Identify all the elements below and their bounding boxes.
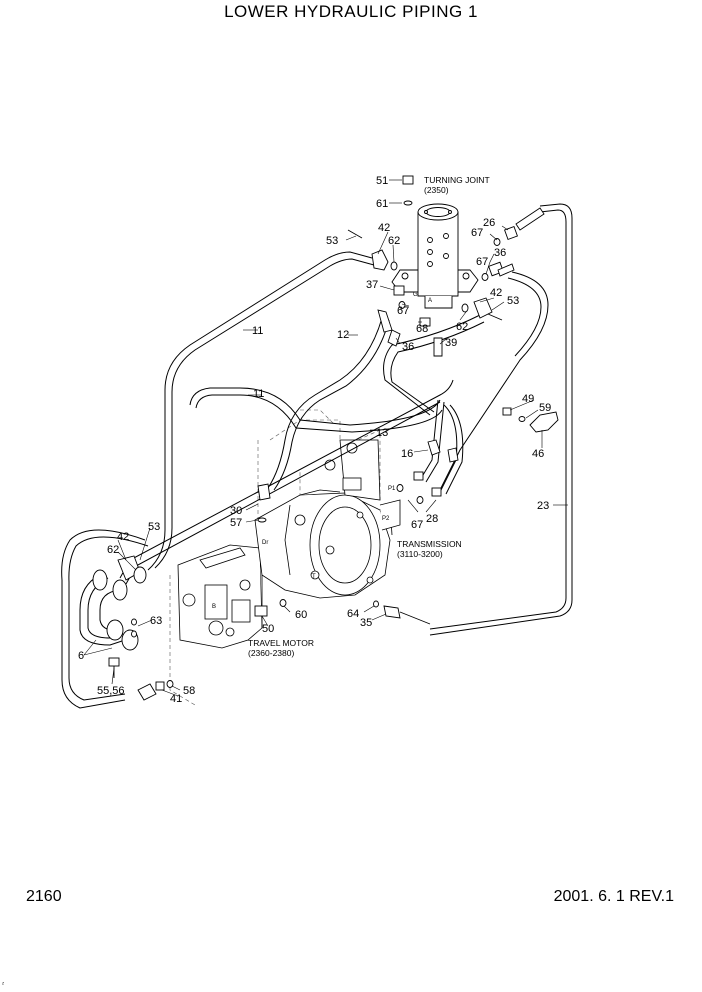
- revision-date: 2001. 6. 1 REV.1: [553, 888, 674, 905]
- port-mark: P2: [382, 516, 390, 522]
- turning-joint: [391, 175, 479, 309]
- callout: 13: [376, 427, 388, 439]
- callout: 6: [78, 650, 84, 662]
- port-mark: Dr: [262, 540, 268, 546]
- callout: 37: [366, 279, 378, 291]
- callout: 28: [426, 513, 438, 525]
- page-title: LOWER HYDRAULIC PIPING 1: [224, 2, 478, 21]
- callout: 67: [411, 519, 423, 531]
- callout: 16: [401, 448, 413, 460]
- callout: 57: [230, 517, 242, 529]
- callout: 63: [150, 615, 162, 627]
- leader-lines: [83, 179, 568, 697]
- callout: 67: [476, 256, 488, 268]
- callout: 58: [183, 685, 195, 697]
- callout: 41: [170, 693, 182, 705]
- callout: 53: [148, 521, 160, 533]
- callout: 46: [532, 448, 544, 460]
- port-mark: P1: [388, 486, 396, 492]
- callout: 61: [376, 198, 388, 210]
- callout: 67: [397, 305, 409, 317]
- corner-mark: ᶻ: [2, 982, 5, 988]
- travel-motor-body: [177, 537, 282, 649]
- callout: 23: [537, 500, 549, 512]
- callout: 51: [376, 175, 388, 187]
- callout: 39: [445, 337, 457, 349]
- callout: 50: [262, 623, 274, 635]
- callout: 62: [107, 544, 119, 556]
- port-mark: T: [312, 574, 316, 580]
- port-mark: B: [212, 604, 216, 610]
- callout: 36: [402, 341, 414, 353]
- callout: 11: [253, 388, 264, 400]
- port-mark: A: [428, 298, 432, 304]
- callout: 11: [252, 325, 263, 337]
- callout: 68: [416, 323, 428, 335]
- callout: 62: [456, 321, 468, 333]
- port-marks: A B G P1 P2 T Dr: [212, 292, 432, 610]
- turning-joint-label: TURNING JOINT: [424, 175, 490, 185]
- assembly-labels: TURNING JOINT (2350) TRANSMISSION (3110-…: [248, 175, 490, 658]
- callout: 64: [347, 608, 359, 620]
- callout-numbers: 51 61 53 42 62 26 67 36 67 37 67 68 62 4…: [78, 175, 551, 705]
- fittings: [92, 207, 559, 701]
- hydraulic-lines: [61, 203, 573, 709]
- transmission-label: TRANSMISSION: [397, 539, 462, 549]
- callout: 35: [360, 617, 372, 629]
- travel-motor-label: TRAVEL MOTOR: [248, 638, 314, 648]
- callout: 42: [117, 531, 129, 543]
- callout: 49: [522, 393, 534, 405]
- turning-joint-ref: (2350): [424, 185, 449, 195]
- travel-motor-ref: (2360-2380): [248, 648, 294, 658]
- page-number: 2160: [26, 888, 62, 905]
- callout: 59: [539, 402, 551, 414]
- callout: 42: [490, 287, 502, 299]
- port-mark: G: [413, 292, 418, 298]
- callout: 30: [230, 505, 242, 517]
- callout: 26: [483, 217, 495, 229]
- callout: 12: [337, 329, 349, 341]
- callout: 36: [494, 247, 506, 259]
- transmission-body: [254, 439, 401, 599]
- callout: 60: [295, 609, 307, 621]
- callout: 62: [388, 235, 400, 247]
- callout: 53: [507, 295, 519, 307]
- transmission-ref: (3110-3200): [397, 549, 443, 559]
- callout: 67: [471, 227, 483, 239]
- callout: 53: [326, 235, 338, 247]
- callout: 42: [378, 222, 390, 234]
- callout: 55,56: [97, 685, 125, 697]
